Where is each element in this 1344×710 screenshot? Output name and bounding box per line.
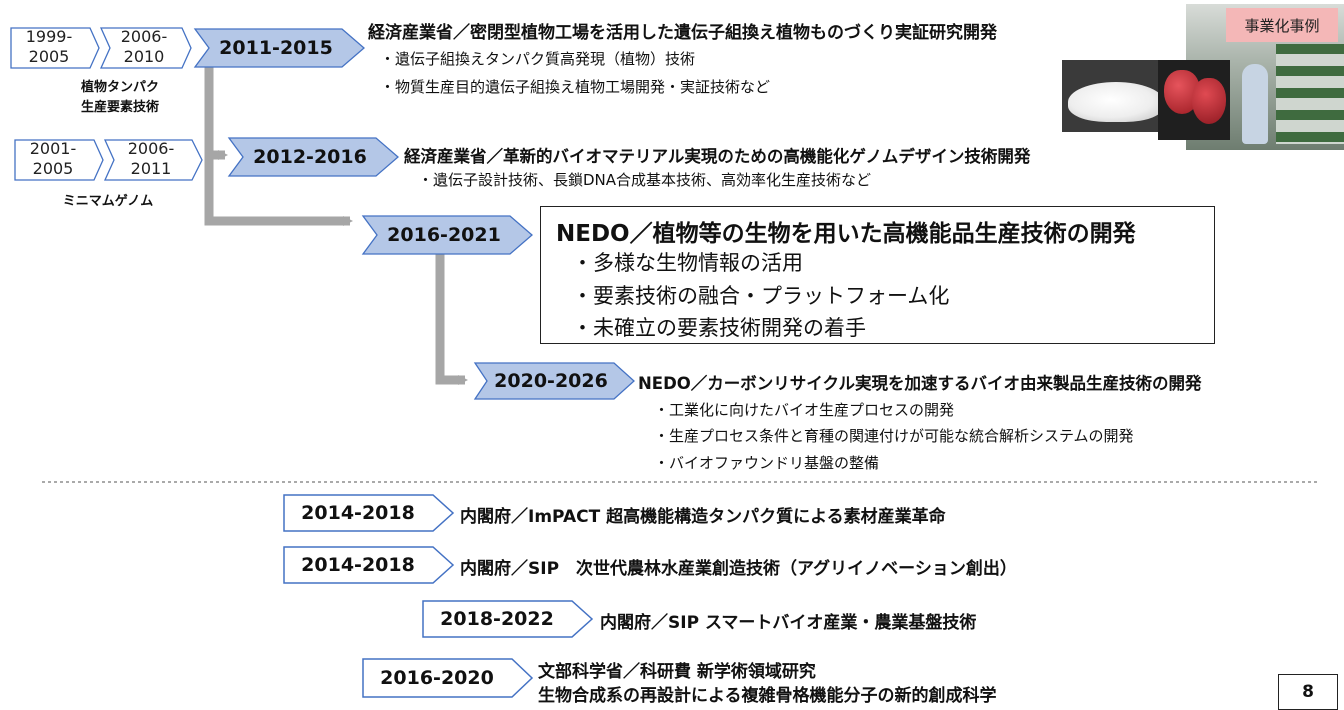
period-box-2006-2010 — [99, 27, 192, 69]
strawberry-photo-front — [1158, 60, 1230, 140]
connector-2016-to-2020 — [435, 254, 468, 385]
plant-shelf-image — [1276, 44, 1344, 144]
project-2016-bullet-3: ・未確立の要素技術開発の着手 — [572, 316, 866, 340]
period-2016-2021: 2016-2021 — [387, 224, 501, 246]
period-box-2012-2016 — [227, 137, 399, 177]
caption-minimum-genome: ミニマムゲノム — [62, 194, 154, 209]
project-2012-bullet-1: ・遺伝子設計技術、長鎖DNA合成基本技術、高効率化生産技術など — [418, 171, 872, 189]
project-2020-bullet-2: ・生産プロセス条件と育種の関連付けが可能な統合解析システムの開発 — [654, 427, 1134, 445]
period-2020-2026: 2020-2026 — [494, 370, 608, 392]
period-sip-bio: 2018-2022 — [440, 608, 554, 630]
project-2020-bullet-3: ・バイオファウンドリ基盤の整備 — [654, 454, 880, 472]
project-2020-title: NEDO／カーボンリサイクル実現を加速するバイオ由来製品生産技術の開発 — [638, 374, 1202, 393]
project-2016-box — [540, 206, 1215, 344]
period-box-2016-2021 — [361, 215, 533, 255]
period-box-kakenhi — [362, 658, 534, 698]
period-box-2020-2026 — [473, 362, 635, 400]
period-1999-2005: 1999- 2005 — [25, 27, 73, 66]
connector-2011-to-2012 — [204, 66, 228, 160]
project-2020-bullet-1: ・工業化に向けたバイオ生産プロセスの開発 — [654, 401, 955, 419]
period-box-2011-2015 — [193, 28, 365, 68]
period-box-2006-2011 — [103, 139, 203, 181]
white-powder-image — [1068, 82, 1164, 122]
period-2012-2016: 2012-2016 — [253, 146, 367, 168]
period-box-1999-2005 — [10, 27, 100, 69]
other-project-impact-title: 内閣府／ImPACT 超高機能構造タンパク質による素材産業革命 — [460, 507, 946, 527]
commercialization-badge: 事業化事例 — [1226, 8, 1338, 42]
project-2012-title: 経済産業省／革新的バイオマテリアル実現のための高機能化ゲノムデザイン技術開発 — [404, 147, 1031, 166]
connector-2011-to-2016 — [204, 150, 353, 226]
caption-plant-protein: 植物タンパク 生産要素技術 — [80, 80, 159, 115]
product-photo — [1062, 60, 1170, 132]
other-project-kakenhi-title: 文部科学省／科研費 新学術領域研究 — [538, 662, 816, 682]
strawberry-image-4 — [1192, 78, 1226, 124]
period-kakenhi: 2016-2020 — [380, 667, 494, 689]
other-project-kakenhi-subtitle: 生物合成系の再設計による複雑骨格機能分子の新的創成科学 — [538, 686, 997, 706]
period-box-sip-agri — [283, 546, 455, 584]
page-number: 8 — [1278, 674, 1338, 710]
period-box-impact — [283, 494, 455, 532]
other-project-sip-agri-title: 内閣府／SIP 次世代農林水産業創造技術（アグリイノベーション創出） — [460, 559, 1017, 579]
other-project-sip-bio-title: 内閣府／SIP スマートバイオ産業・農業基盤技術 — [600, 613, 977, 633]
period-box-2001-2005 — [14, 139, 104, 181]
period-sip-agri: 2014-2018 — [301, 554, 415, 576]
period-impact: 2014-2018 — [301, 502, 415, 524]
period-box-sip-bio — [422, 600, 594, 638]
worker-image — [1242, 64, 1268, 144]
period-2006-2010: 2006- 2010 — [120, 27, 168, 66]
project-2011-bullet-2: ・物質生産目的遺伝子組換え植物工場開発・実証技術など — [380, 78, 771, 96]
project-2016-bullet-2: ・要素技術の融合・プラットフォーム化 — [572, 284, 950, 308]
period-2001-2005: 2001- 2005 — [29, 139, 77, 178]
project-2011-title: 経済産業省／密閉型植物工場を活用した遺伝子組換え植物ものづくり実証研究開発 — [368, 23, 997, 43]
project-2016-title: NEDO／植物等の生物を用いた高機能品生産技術の開発 — [556, 221, 1136, 247]
project-2016-bullet-1: ・多様な生物情報の活用 — [572, 251, 803, 275]
project-2011-bullet-1: ・遺伝子組換えタンパク質高発現（植物）技術 — [380, 50, 696, 68]
period-2006-2011: 2006- 2011 — [127, 139, 175, 178]
period-2011-2015: 2011-2015 — [219, 37, 333, 59]
